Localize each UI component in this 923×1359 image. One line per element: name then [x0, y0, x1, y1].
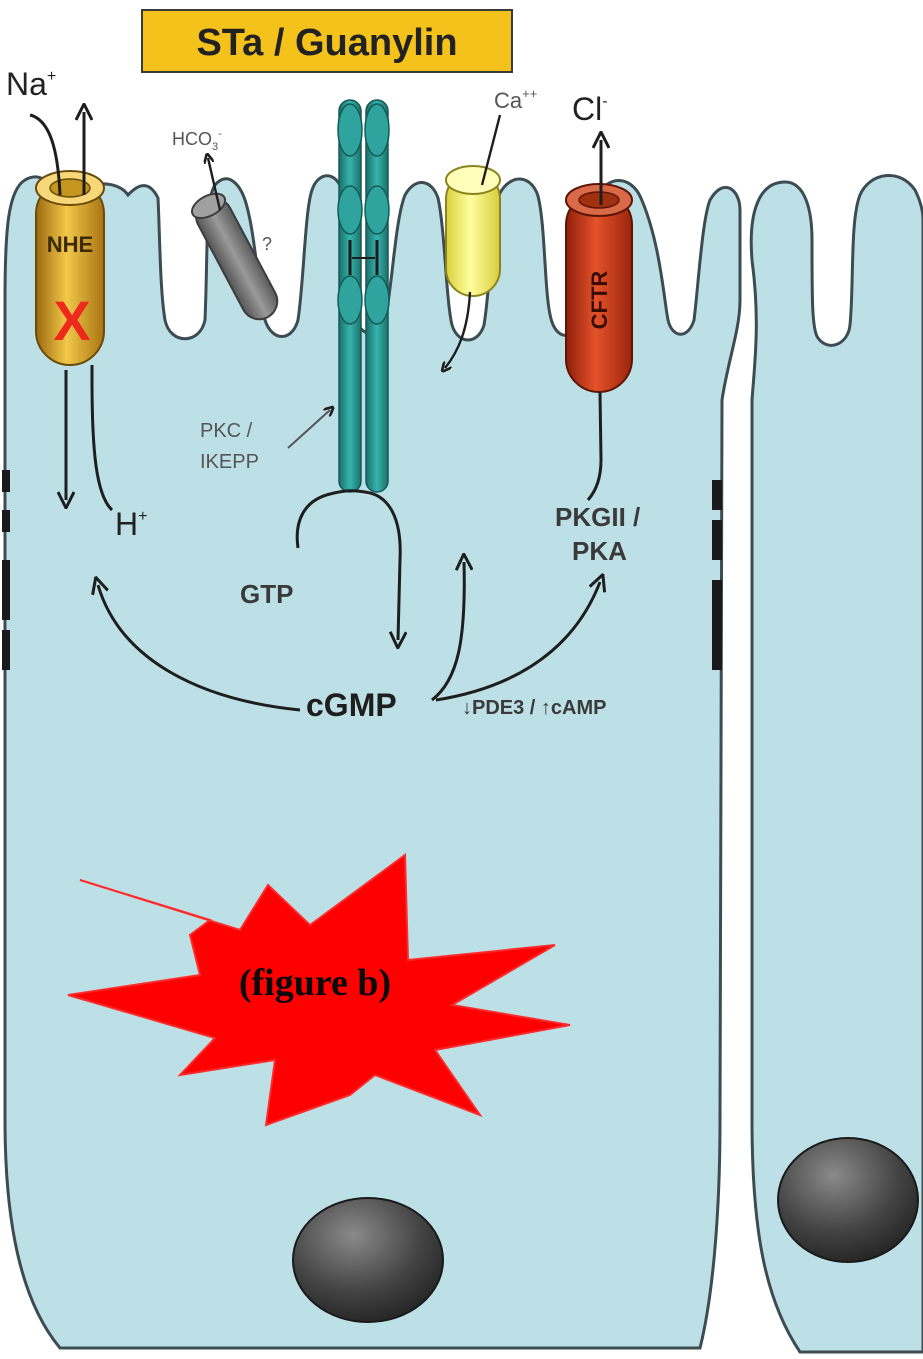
pkc-label-line1: PKC /	[200, 420, 253, 442]
pkc-label-line2: IKEPP	[200, 451, 259, 473]
cgmp-label: cGMP	[306, 687, 397, 723]
nucleus-left	[293, 1198, 443, 1322]
nhe-inhibited-x-mark: X	[53, 289, 90, 352]
pkgii-label-line2: PKA	[572, 536, 627, 566]
nhe-channel: NHE X	[36, 171, 104, 365]
na-label: Na+	[6, 66, 56, 102]
pkgii-label-line1: PKGII /	[555, 502, 640, 532]
hco3-label: HCO3-	[172, 128, 222, 153]
cftr-channel: CFTR	[566, 184, 632, 392]
pde-camp-label: ↓PDE3 / ↑cAMP	[462, 697, 606, 719]
cftr-label: CFTR	[587, 271, 612, 330]
diagram-title: STa / Guanylin	[196, 22, 457, 64]
cl-label: Cl-	[572, 91, 608, 127]
nucleus-right	[778, 1138, 918, 1262]
figure-label: (figure b)	[239, 962, 391, 1004]
nhe-label: NHE	[47, 232, 93, 257]
unknown-transporter-mark: ?	[262, 234, 272, 254]
gtp-label: GTP	[240, 579, 293, 609]
ca-channel	[446, 166, 500, 296]
ca-label: Ca++	[494, 86, 537, 113]
